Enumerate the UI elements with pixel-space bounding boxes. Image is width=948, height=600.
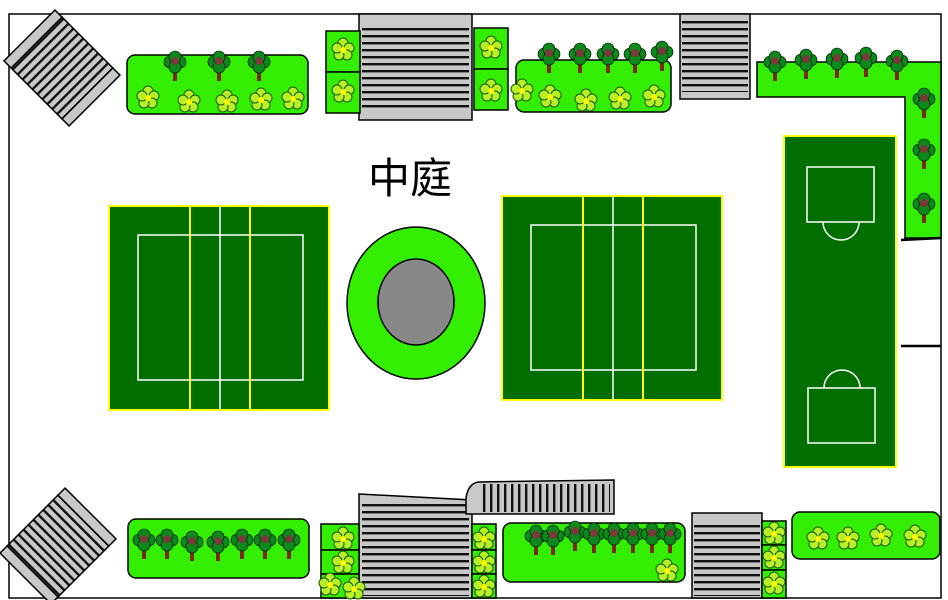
- stairs-bottom-center: [358, 493, 473, 599]
- court-middle: [501, 195, 723, 401]
- stairs-bottom-ramp: [465, 479, 615, 515]
- soccer-pitch: [783, 135, 897, 468]
- flower-box-top-left: [325, 30, 361, 114]
- planter-bottom-middle: [502, 520, 686, 583]
- court-left: [108, 205, 330, 411]
- stairs-bottom-left: [0, 486, 118, 600]
- fountain: [346, 226, 486, 380]
- stairs-top-right: [679, 13, 751, 100]
- planter-top-right-l: [756, 46, 942, 239]
- planter-bottom-right: [791, 511, 941, 560]
- planter-top-middle: [510, 40, 674, 113]
- map-title: 中庭: [368, 154, 452, 203]
- stairs-bottom-right: [691, 512, 763, 599]
- flower-box-bottom-left: [318, 523, 366, 600]
- planter-top-left: [126, 50, 309, 115]
- planter-bottom-left: [127, 518, 310, 579]
- wall-segment: [900, 236, 942, 242]
- stairs-top-left: [2, 8, 122, 128]
- flower-box-top-right: [473, 27, 509, 111]
- stairs-top-center: [358, 13, 473, 121]
- flower-box-bottom-far: [761, 520, 787, 599]
- flower-box-bottom-right: [471, 523, 497, 599]
